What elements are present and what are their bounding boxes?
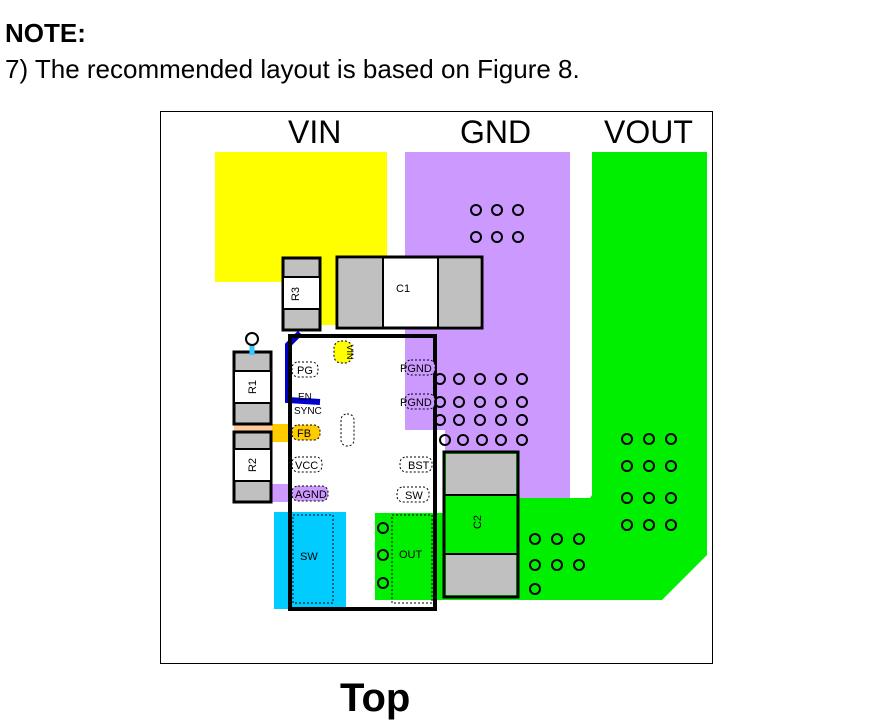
vin-net-label: VIN [288,114,342,150]
pg-pin [291,361,319,378]
en-pin-label: EN [298,392,312,403]
r3-label: R3 [290,287,302,301]
ic-outline [288,334,437,611]
pgnd-pin-1 [404,359,436,376]
vout-vias [377,433,677,595]
sync-pin-label: SYNC [294,406,322,417]
pcb-layout-frame [160,111,713,664]
vcc-pin-label: VCC [295,460,318,472]
out-pad [391,514,433,604]
vout-copper [375,152,707,600]
sw-pad [292,514,334,604]
bst-pin-label: BST [408,460,430,472]
center-slot [340,413,355,447]
agnd-pin-label: AGND [295,489,327,501]
bottom-cut-text: Top [340,676,411,720]
via [245,332,259,346]
r2-label: R2 [247,458,259,472]
c1-label: C1 [396,283,410,295]
note-text: 7) The recommended layout is based on Fi… [5,54,580,84]
sw-copper [274,512,346,609]
r3-resistor [281,256,322,332]
pcb-layout-drawing: R3 C1 R1 R2 VIN PG EN SYNC FB VCC AGND P… [215,152,707,611]
agnd-pin [291,485,329,502]
sw-pad-label: SW [300,551,318,563]
pgnd-pin-2-label: PGND [400,397,432,409]
fb-pin-label: FB [297,428,311,440]
sw-pin [396,486,430,503]
gnd-copper [405,152,570,498]
sw-pin-label: SW [405,490,423,502]
r1-r2-link [234,424,272,432]
r2-resistor [232,430,273,504]
agnd-copper [270,484,292,502]
pgnd-vias [434,373,528,446]
r1-resistor [232,350,273,426]
c2-label: C2 [472,515,484,529]
fb-copper [272,424,292,442]
pgnd-pin-1-label: PGND [400,363,432,375]
vin-pin [333,340,353,364]
gnd-net-label: GND [460,114,532,150]
c1-capacitor [335,255,484,330]
note-title: NOTE: [5,18,86,48]
fb-pin [291,424,321,441]
r1-label: R1 [247,380,259,394]
out-pad-label: OUT [399,549,423,561]
vin-pin-label: VIN [345,344,355,359]
gnd-top-vias [470,204,524,243]
vcc-pin [291,456,323,473]
vout-net-label: VOUT [604,114,693,150]
bst-pin [399,456,433,473]
pg-pin-label: PG [297,365,313,377]
c2-capacitor [442,450,520,599]
